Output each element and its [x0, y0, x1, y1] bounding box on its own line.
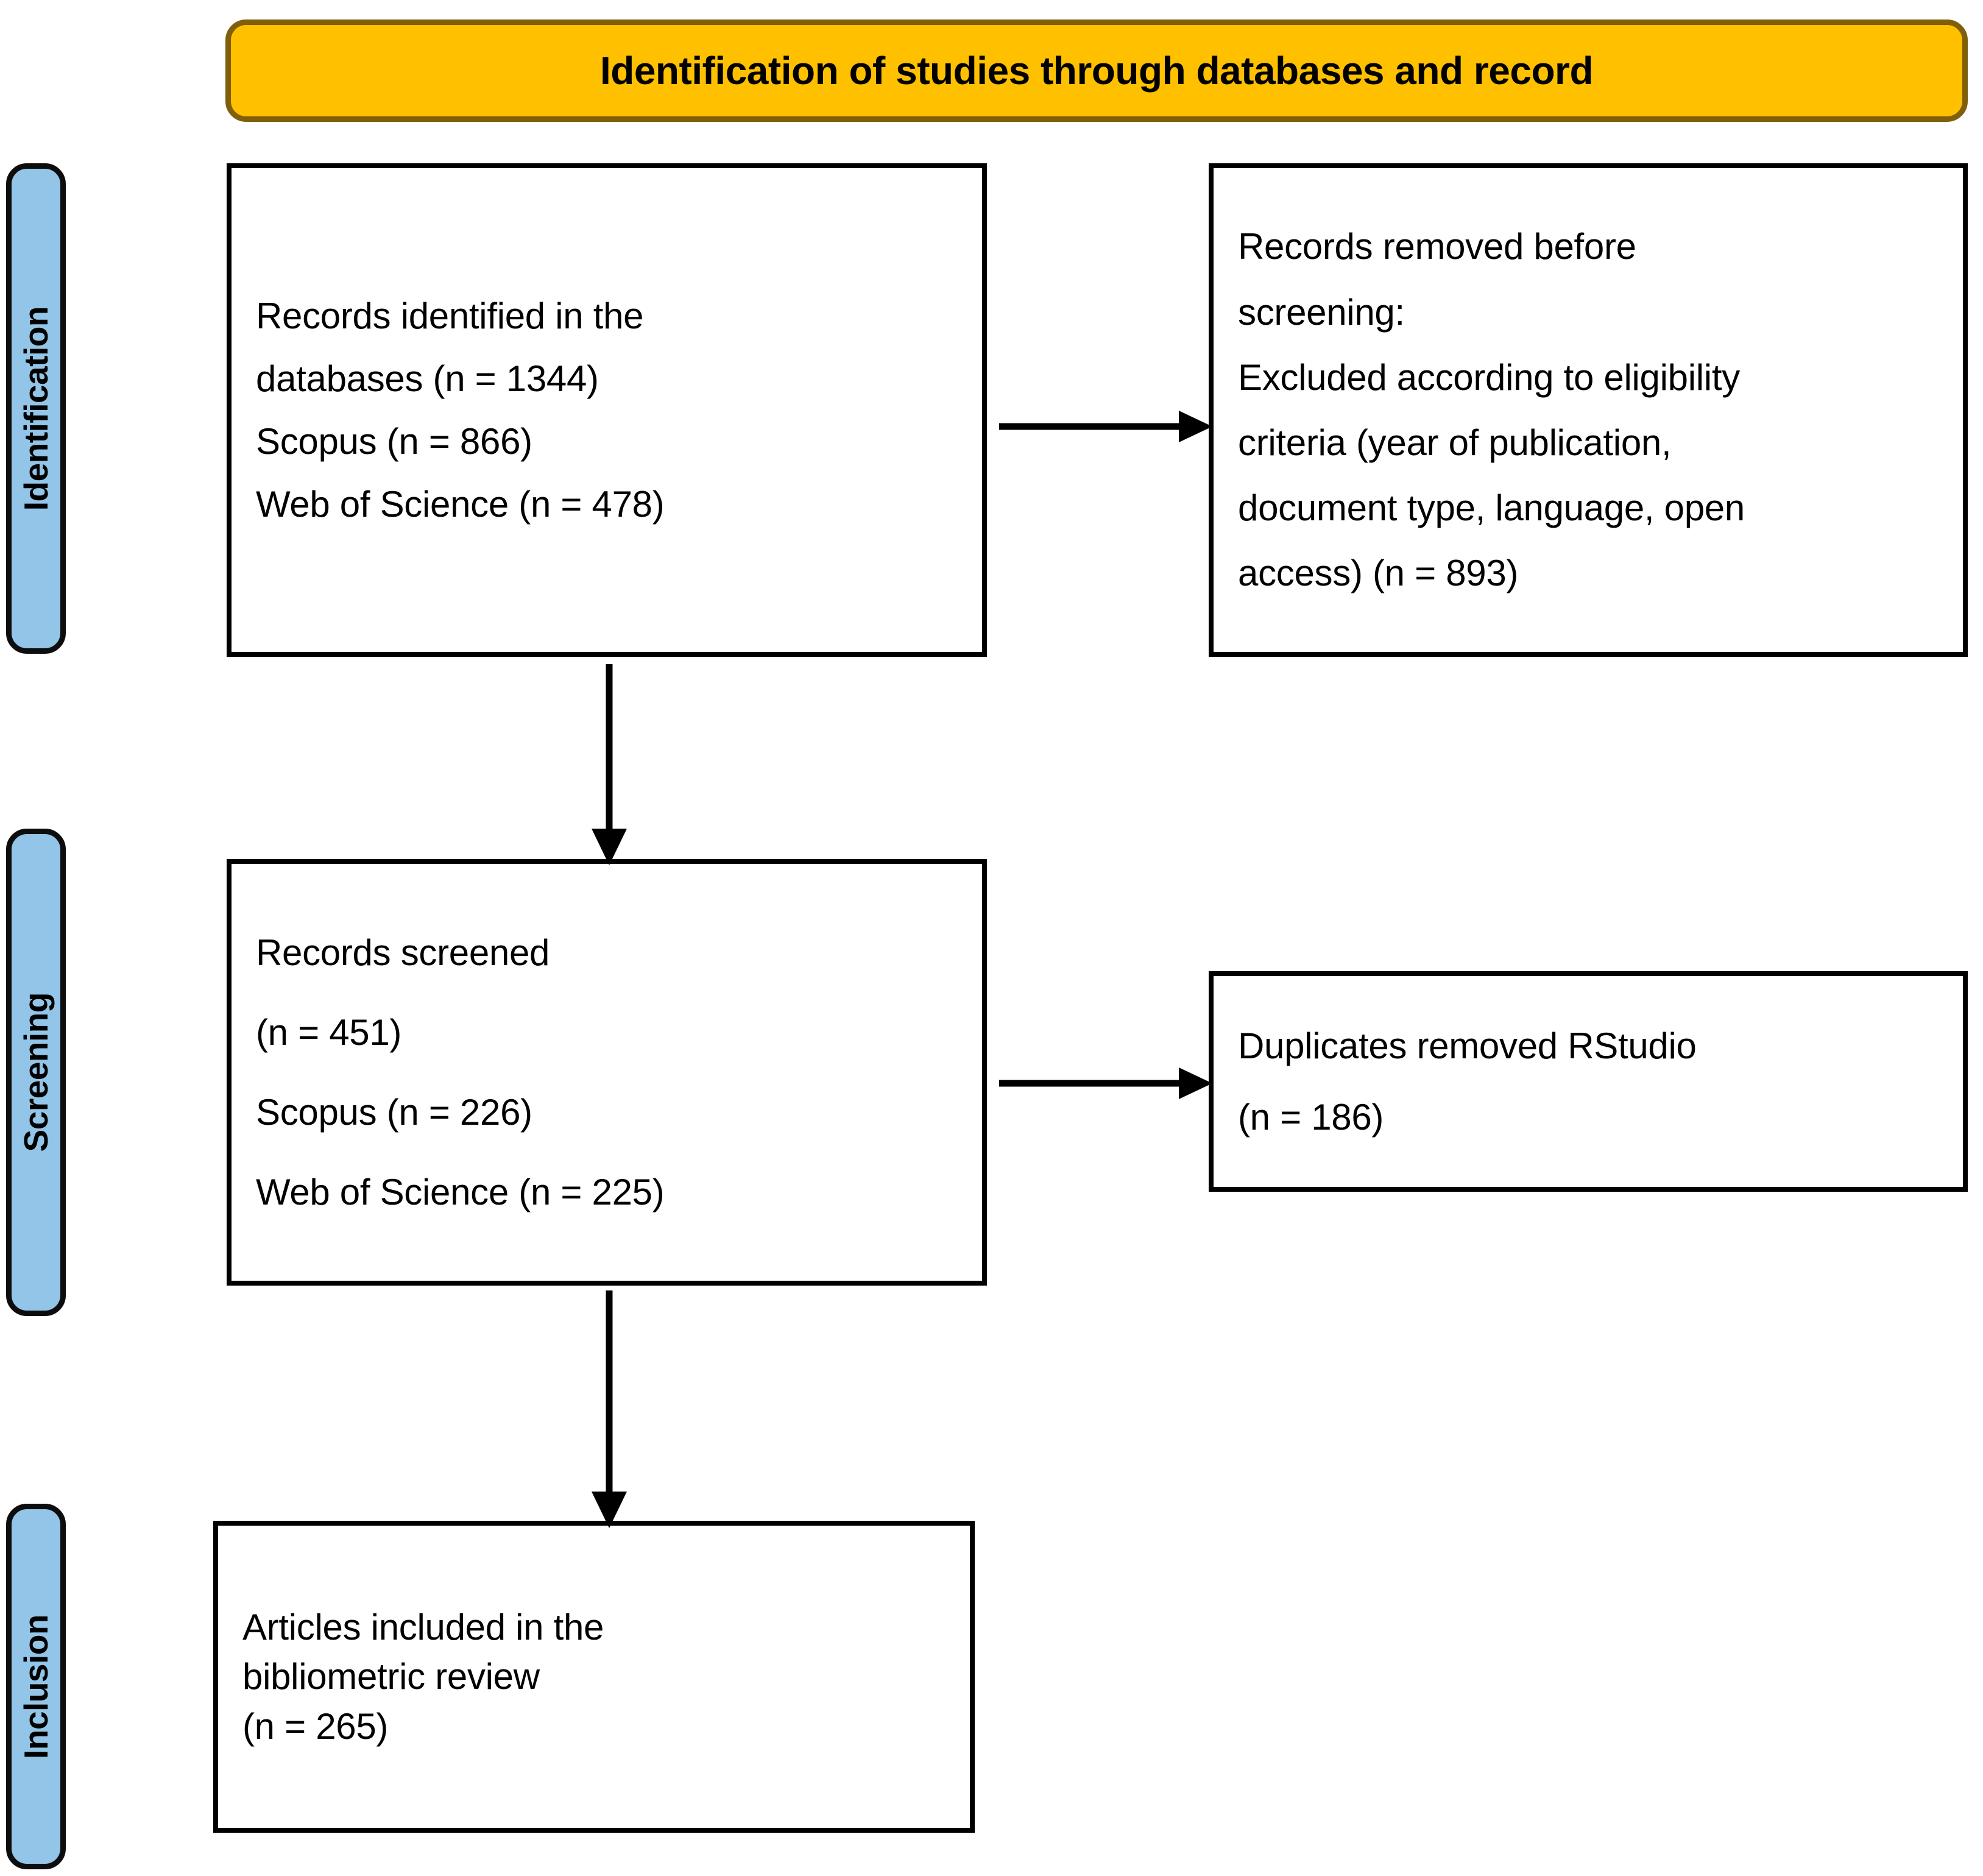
- records-removed-line-6: access) (n = 893): [1238, 553, 1519, 594]
- flow-box-duplicates-removed: Duplicates removed RStudio (n = 186): [1209, 971, 1968, 1192]
- stage-label-inclusion: Inclusion: [17, 1614, 55, 1759]
- records-identified-scopus: Scopus (n = 866): [256, 421, 532, 462]
- records-identified-wos: Web of Science (n = 478): [256, 484, 665, 525]
- stage-label-screening: Screening: [17, 993, 55, 1152]
- records-removed-line-5: document type, language, open: [1238, 487, 1745, 529]
- flow-box-records-removed: Records removed before screening: Exclud…: [1209, 163, 1968, 657]
- arrow-down-icon-identified-to-screened: [592, 664, 627, 865]
- records-identified-line-2: databases (n = 1344): [256, 358, 599, 399]
- records-removed-line-2: screening:: [1238, 291, 1405, 333]
- records-identified-line-1: Records identified in the: [256, 295, 644, 336]
- flow-box-records-identified: Records identified in the databases (n =…: [227, 163, 987, 657]
- flow-box-records-screened: Records screened (n = 451) Scopus (n = 2…: [227, 859, 987, 1286]
- stage-pill-screening: Screening: [6, 829, 66, 1316]
- duplicates-removed-line-1: Duplicates removed RStudio: [1238, 1025, 1697, 1066]
- stage-label-identification: Identification: [17, 306, 55, 511]
- stage-pill-inclusion: Inclusion: [6, 1504, 66, 1869]
- articles-included-line-1: Articles included in the: [242, 1607, 604, 1648]
- records-removed-line-4: criteria (year of publication,: [1238, 422, 1672, 463]
- stage-pill-identification: Identification: [6, 163, 66, 654]
- records-screened-scopus: Scopus (n = 226): [256, 1092, 532, 1133]
- arrow-down-icon-screened-to-included: [592, 1290, 627, 1528]
- records-removed-line-1: Records removed before: [1238, 226, 1636, 267]
- records-screened-line-1: Records screened: [256, 932, 550, 973]
- arrow-right-icon-screened-to-duplicates: [999, 1067, 1212, 1099]
- articles-included-count: (n = 265): [242, 1705, 389, 1747]
- articles-included-line-2: bibliometric review: [242, 1656, 540, 1697]
- diagram-header-banner: Identification of studies through databa…: [225, 19, 1968, 122]
- duplicates-removed-count: (n = 186): [1238, 1097, 1384, 1138]
- records-screened-wos: Web of Science (n = 225): [256, 1172, 665, 1213]
- records-screened-count: (n = 451): [256, 1011, 402, 1053]
- flow-box-articles-included: Articles included in the bibliometric re…: [213, 1521, 975, 1833]
- arrow-right-icon-identified-to-removed: [999, 411, 1212, 442]
- page-title: Identification of studies through databa…: [599, 48, 1594, 93]
- records-removed-line-3: Excluded according to eligibility: [1238, 356, 1740, 398]
